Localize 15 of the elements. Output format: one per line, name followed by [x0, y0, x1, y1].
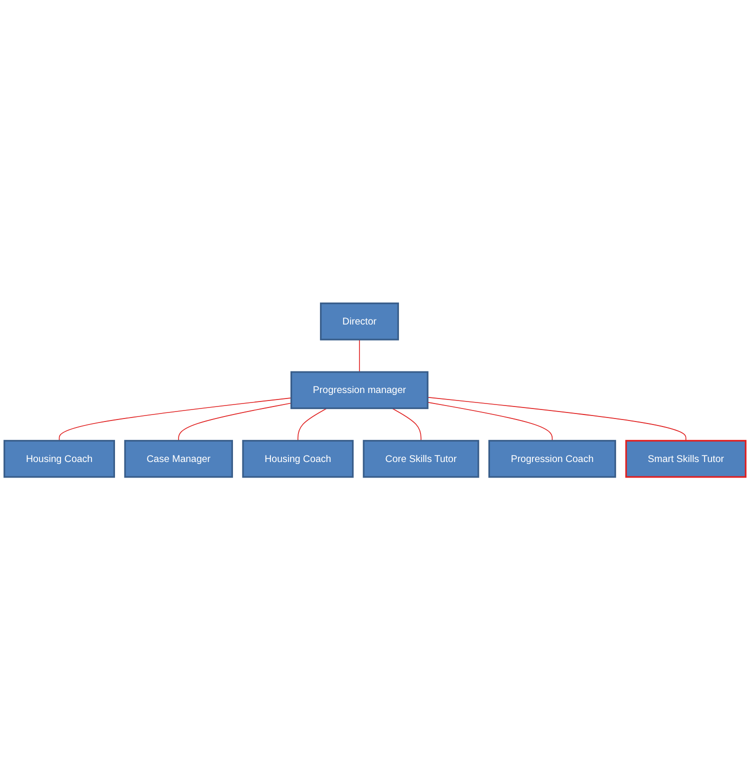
connector [427, 402, 553, 441]
connector [298, 408, 328, 441]
connector [178, 402, 292, 441]
node-box: Housing Coach [242, 440, 354, 478]
node-box: Progression manager [290, 371, 428, 409]
node-box: Progression Coach [488, 440, 616, 478]
node-box: Smart Skills Tutor [625, 440, 746, 478]
connector [359, 339, 360, 372]
node-box: Case Manager [124, 440, 233, 478]
connector [427, 396, 686, 441]
node-box: Housing Coach [4, 440, 116, 478]
node-box: Director [320, 302, 399, 340]
node-box: Core Skills Tutor [362, 440, 480, 478]
connector [392, 408, 422, 441]
connector [58, 397, 292, 441]
